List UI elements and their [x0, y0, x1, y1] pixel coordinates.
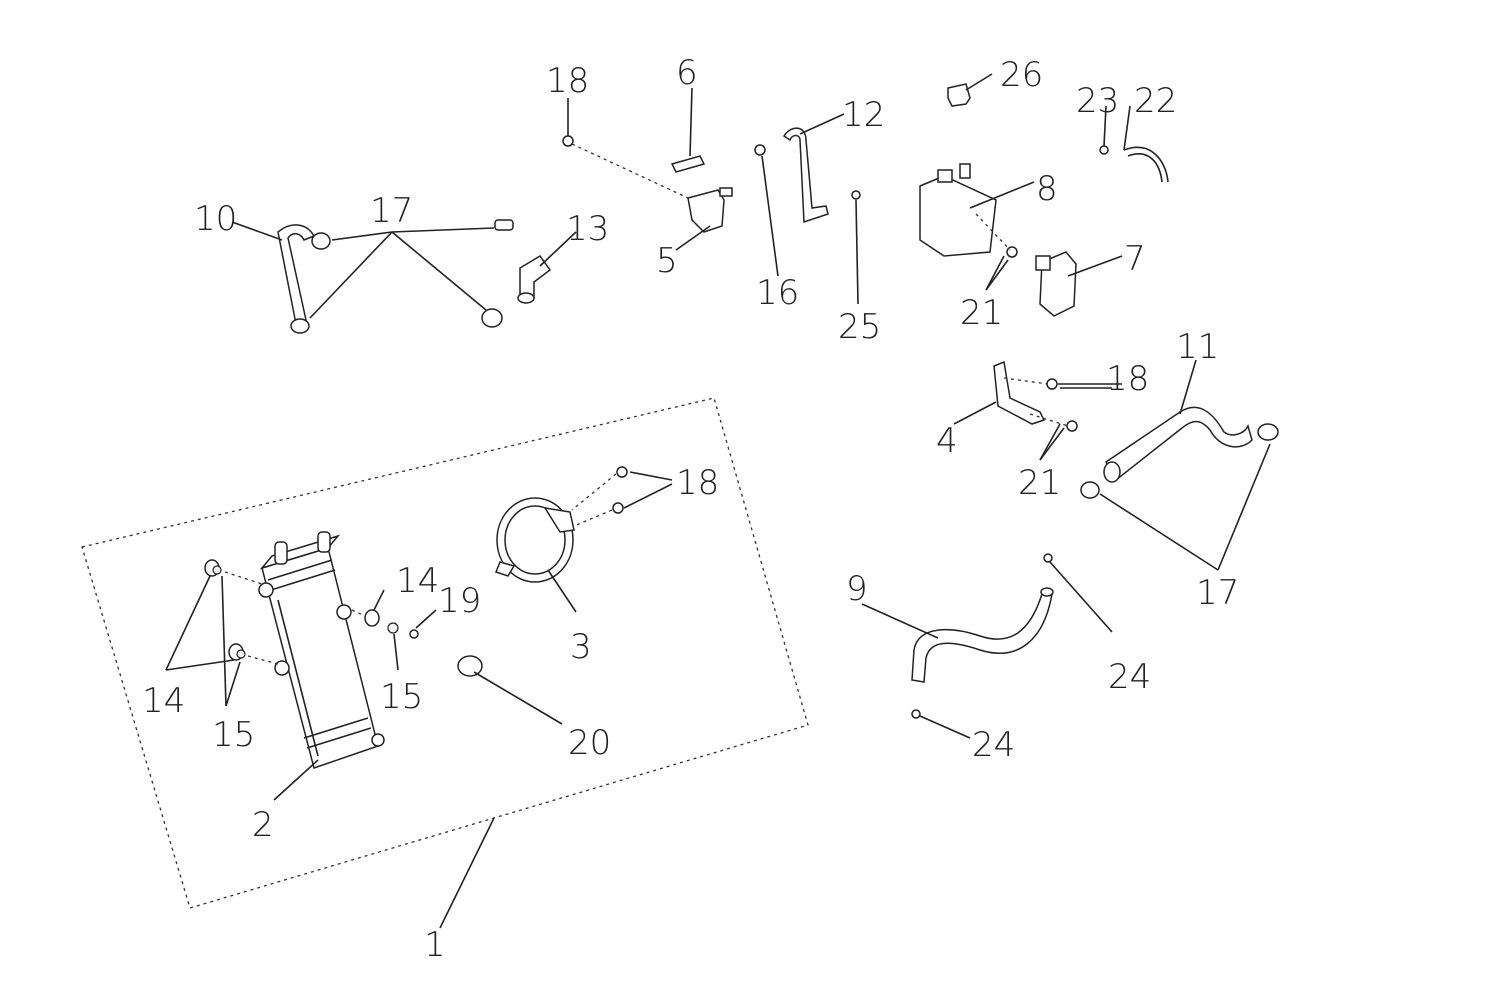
callout-15-left: 15	[212, 715, 255, 755]
callout-25: 25	[838, 307, 881, 347]
callout-21-bracket: 21	[1018, 463, 1061, 503]
callout-20: 20	[568, 723, 611, 763]
callout-18-shroud: 18	[676, 463, 719, 503]
callout-11: 11	[1176, 327, 1219, 367]
fan-shroud-part	[495, 497, 575, 583]
callout-21-top: 21	[960, 293, 1003, 333]
grommets-right	[364, 609, 419, 639]
callout-19: 19	[438, 581, 481, 621]
callout-5: 5	[656, 241, 678, 281]
callout-23: 23	[1076, 81, 1119, 121]
callout-7: 7	[1124, 239, 1146, 279]
callout-10: 10	[194, 199, 237, 239]
callout-9: 9	[846, 569, 868, 609]
leader-lines	[165, 73, 1271, 929]
hose-22	[1123, 146, 1169, 183]
callout-3: 3	[570, 627, 592, 667]
callout-17-right: 17	[1196, 573, 1239, 613]
callout-18-bracket: 18	[1106, 359, 1149, 399]
callout-26: 26	[1000, 55, 1043, 95]
thermostat-part	[670, 155, 706, 173]
radiator-assembly-boundary	[81, 397, 809, 909]
thermostat-housing-part	[687, 189, 725, 233]
bracket-part	[993, 360, 1046, 425]
shroud-bolts	[571, 466, 628, 527]
callout-18-top: 18	[546, 61, 589, 101]
grommets-left	[204, 559, 246, 661]
callout-6: 6	[676, 53, 698, 93]
radiator-part	[258, 531, 385, 769]
callout-16: 16	[756, 273, 799, 313]
hose-11	[1105, 406, 1253, 482]
callout-17-top: 17	[370, 191, 413, 231]
callout-14-left: 14	[142, 681, 185, 721]
plug-part	[457, 655, 483, 677]
callout-24-right: 24	[1108, 657, 1151, 697]
callout-2: 2	[252, 805, 274, 845]
callout-14-right: 14	[396, 561, 439, 601]
callout-12: 12	[842, 95, 885, 135]
hose-13	[519, 255, 552, 299]
callout-8: 8	[1036, 169, 1058, 209]
callout-22: 22	[1134, 81, 1177, 121]
cap-part	[947, 83, 971, 107]
hose-9	[911, 593, 1053, 683]
hose-10	[277, 224, 316, 326]
callout-24-bottom: 24	[972, 725, 1015, 765]
callout-13: 13	[566, 209, 609, 249]
callout-15-right: 15	[380, 677, 423, 717]
callout-1: 1	[424, 925, 446, 965]
expansion-tank-part	[919, 175, 997, 257]
callout-4: 4	[936, 421, 958, 461]
hose-12	[782, 127, 829, 224]
